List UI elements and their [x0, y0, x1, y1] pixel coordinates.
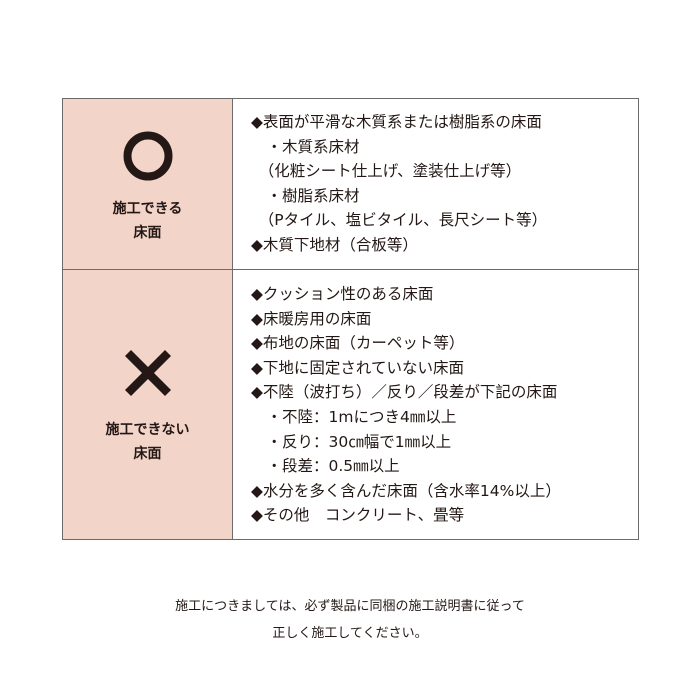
allowed-label-cell: 施工できる 床面 — [63, 99, 233, 269]
list-item: ◆木質下地材（合板等） — [251, 235, 418, 254]
list-item: ◆その他 コンクリート、畳等 — [251, 506, 465, 525]
list-item: ◆クッション性のある床面 — [251, 285, 434, 303]
list-item: ◆表面が平滑な木質系または樹脂系の床面 — [251, 113, 542, 131]
list-item: ◆床暖房用の床面 — [251, 309, 372, 328]
not-allowed-content-cell: ◆クッション性のある床面 ◆床暖房用の床面 ◆布地の床面（カーペット等） ◆下地… — [233, 270, 638, 539]
list-item: （Pタイル、塩ビタイル、長尺シート等） — [251, 211, 548, 230]
not-allowed-row: 施工できない 床面 ◆クッション性のある床面 ◆床暖房用の床面 ◆布地の床面（カ… — [63, 270, 638, 539]
not-allowed-label: 施工できない 床面 — [105, 422, 190, 462]
installation-note-line: 施工につきましては、必ず製品に同梱の施工説明書に従って — [175, 599, 525, 614]
allowed-list: ◆表面が平滑な木質系または樹脂系の床面 ・木質系床材 （化粧シート仕上げ、塗装仕… — [251, 110, 547, 258]
list-item: ◆下地に固定されていない床面 — [251, 358, 464, 377]
circle-mark-icon — [123, 131, 172, 181]
allowed-row: 施工できる 床面 ◆表面が平滑な木質系または樹脂系の床面 ・木質系床材 （化粧シ… — [63, 99, 638, 270]
installation-note: 施工につきましては、必ず製品に同梱の施工説明書に従って 正しく施工してください。 — [0, 593, 700, 647]
list-item: ・樹脂系床材 — [251, 186, 360, 205]
installation-note-line: 正しく施工してください。 — [272, 626, 428, 641]
allowed-content-cell: ◆表面が平滑な木質系または樹脂系の床面 ・木質系床材 （化粧シート仕上げ、塗装仕… — [233, 99, 638, 269]
list-item: ・段差：0.5㎜以上 — [251, 457, 400, 476]
list-item: ・反り：30㎝幅で1㎜以上 — [251, 432, 452, 451]
not-allowed-list: ◆クッション性のある床面 ◆床暖房用の床面 ◆布地の床面（カーペット等） ◆下地… — [251, 282, 561, 528]
list-item: ・不陸：1mにつき4㎜以上 — [251, 407, 457, 426]
list-item: （化粧シート仕上げ、塗装仕上げ等） — [251, 162, 522, 181]
floor-suitability-table: 施工できる 床面 ◆表面が平滑な木質系または樹脂系の床面 ・木質系床材 （化粧シ… — [62, 98, 639, 540]
list-item: ◆不陸（波打ち）／反り／段差が下記の床面 — [251, 383, 558, 402]
cross-mark-icon — [124, 349, 171, 397]
list-item: ・木質系床材 — [251, 137, 360, 156]
not-allowed-label-cell: 施工できない 床面 — [63, 270, 233, 539]
list-item: ◆布地の床面（カーペット等） — [251, 334, 465, 353]
list-item: ◆水分を多く含んだ床面（含水率14%以上） — [251, 481, 561, 500]
allowed-label: 施工できる 床面 — [112, 201, 183, 241]
